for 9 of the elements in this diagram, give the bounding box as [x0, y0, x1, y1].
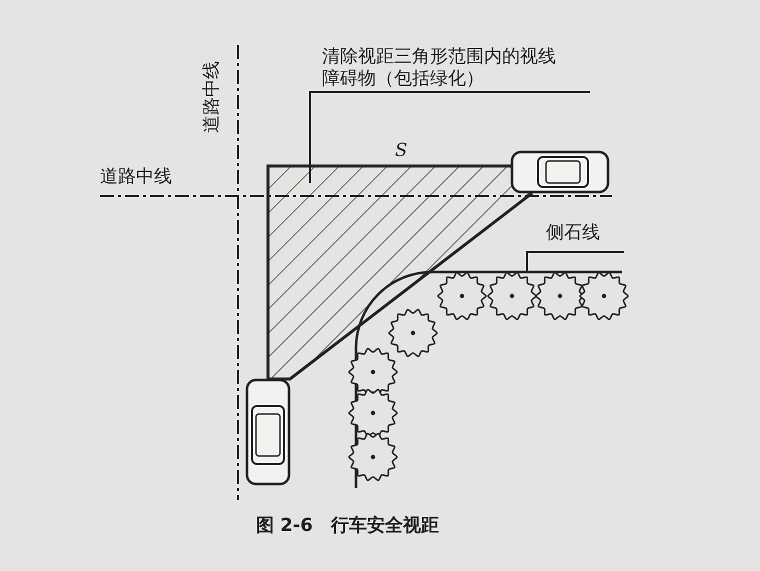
distance-label: S — [395, 140, 408, 162]
figure-caption: 图 2-6 行车安全视距 — [256, 515, 439, 537]
callout-text: 侧石线 — [546, 222, 616, 244]
centerline-label: 道路中线 — [100, 166, 172, 188]
leader-line — [526, 251, 624, 272]
leader-line — [309, 91, 590, 183]
callout-text: 清除视距三角形范围内的视线障碍物（包括绿化） — [322, 46, 572, 90]
centerline-label: 道路中线 — [201, 61, 223, 133]
sight-triangle — [266, 164, 534, 380]
